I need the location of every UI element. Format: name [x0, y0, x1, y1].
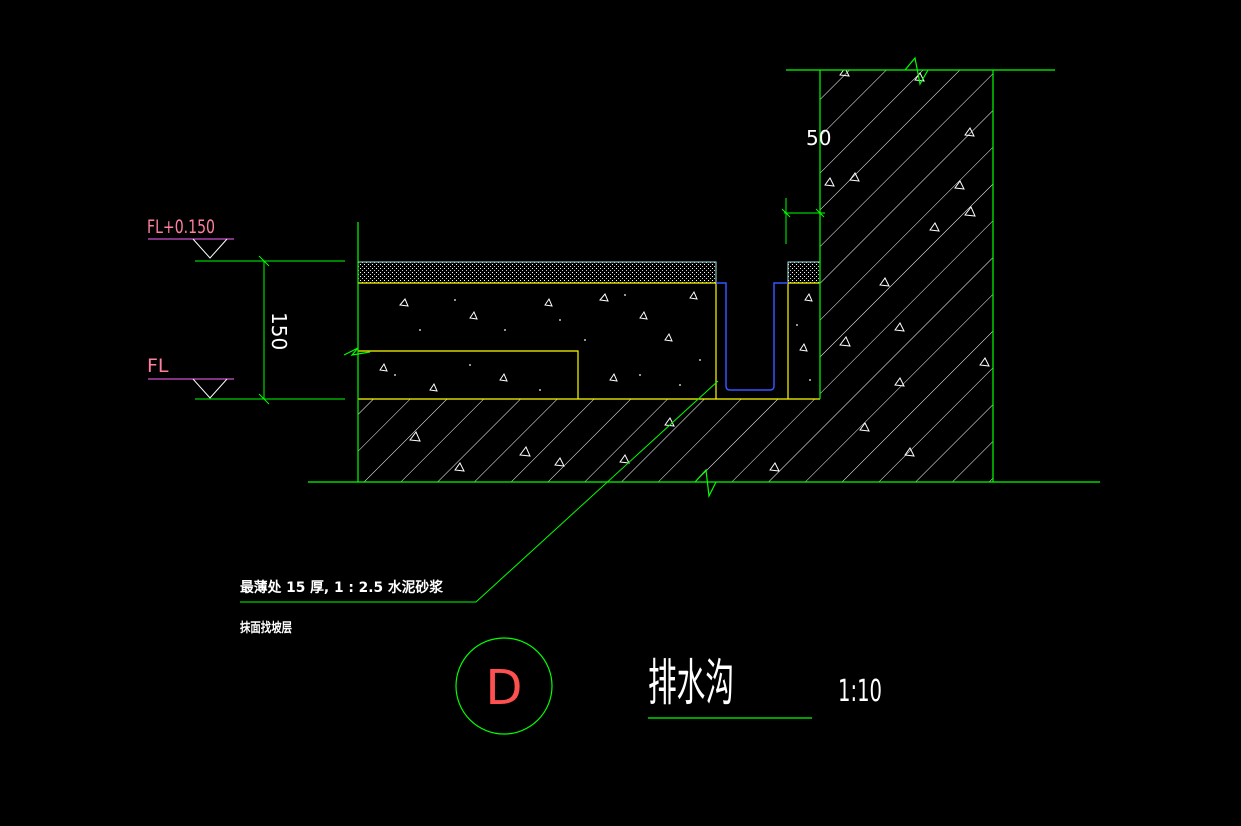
- note-line-2: 抹面找坡层: [240, 620, 292, 636]
- level-top-label: FL+0.150: [147, 216, 215, 238]
- drawing-title: 排水沟: [648, 654, 734, 712]
- floor-finish-strip: [357, 261, 717, 284]
- dimension-width-label: 50: [806, 126, 831, 150]
- detail-mark-circle: [455, 637, 553, 735]
- break-mark-top: [904, 56, 929, 86]
- mortar-layer: [379, 290, 813, 392]
- break-mark-bottom: [694, 468, 717, 499]
- channel-membrane: [716, 282, 788, 391]
- note-line-1: 最薄处 15 厚, 1 : 2.5 水泥砂浆: [240, 579, 444, 596]
- dimension-height: [258, 255, 270, 405]
- leader-line: [240, 380, 719, 603]
- dimension-height-label: 150: [267, 312, 291, 350]
- drawing-scale: 1:10: [838, 674, 882, 709]
- structure-outline: [308, 69, 1100, 483]
- level-floor-label: FL: [147, 355, 169, 377]
- edge-finish-strip: [787, 261, 821, 284]
- mortar-outline: [358, 282, 820, 400]
- level-marker-floor: FL: [147, 355, 345, 400]
- dimension-width: [781, 198, 825, 244]
- level-marker-top: FL+0.150: [147, 216, 345, 262]
- detail-mark-letter: D: [486, 660, 523, 716]
- aggregate-marks: [409, 70, 990, 472]
- break-mark-left: [343, 347, 371, 356]
